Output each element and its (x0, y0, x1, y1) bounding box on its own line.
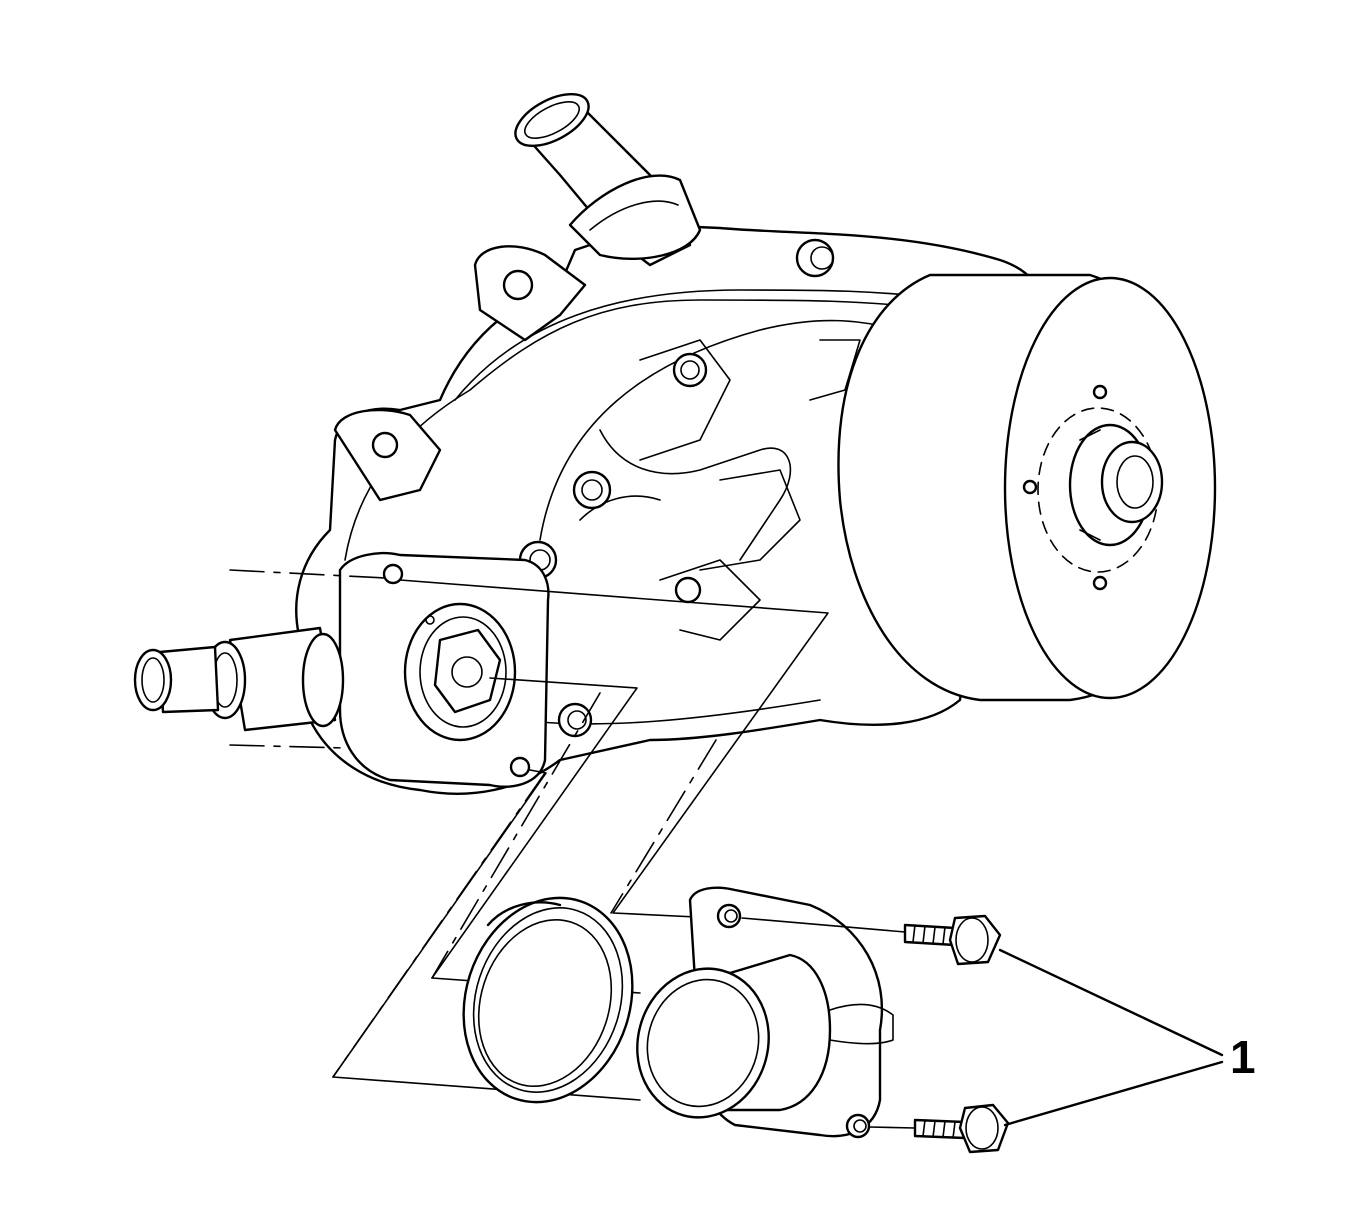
leader-line-lower (1003, 1060, 1224, 1127)
alignment-lines (229, 569, 829, 1101)
bypass-nipples (133, 626, 345, 732)
upper-outlet-pipe (514, 93, 702, 267)
pump-pulley (837, 273, 1217, 702)
bolt-upper (741, 914, 1002, 966)
thermostat-housing (636, 886, 894, 1139)
callout-label: 1 (1230, 1031, 1256, 1083)
bolt-lower (868, 1103, 1010, 1154)
leader-line-upper (998, 948, 1224, 1057)
thermostat-seal-ring (462, 896, 634, 1104)
thermostat-mounting-flange (338, 551, 550, 788)
callout-1: 1 (998, 948, 1256, 1127)
mounting-bosses (333, 238, 835, 738)
